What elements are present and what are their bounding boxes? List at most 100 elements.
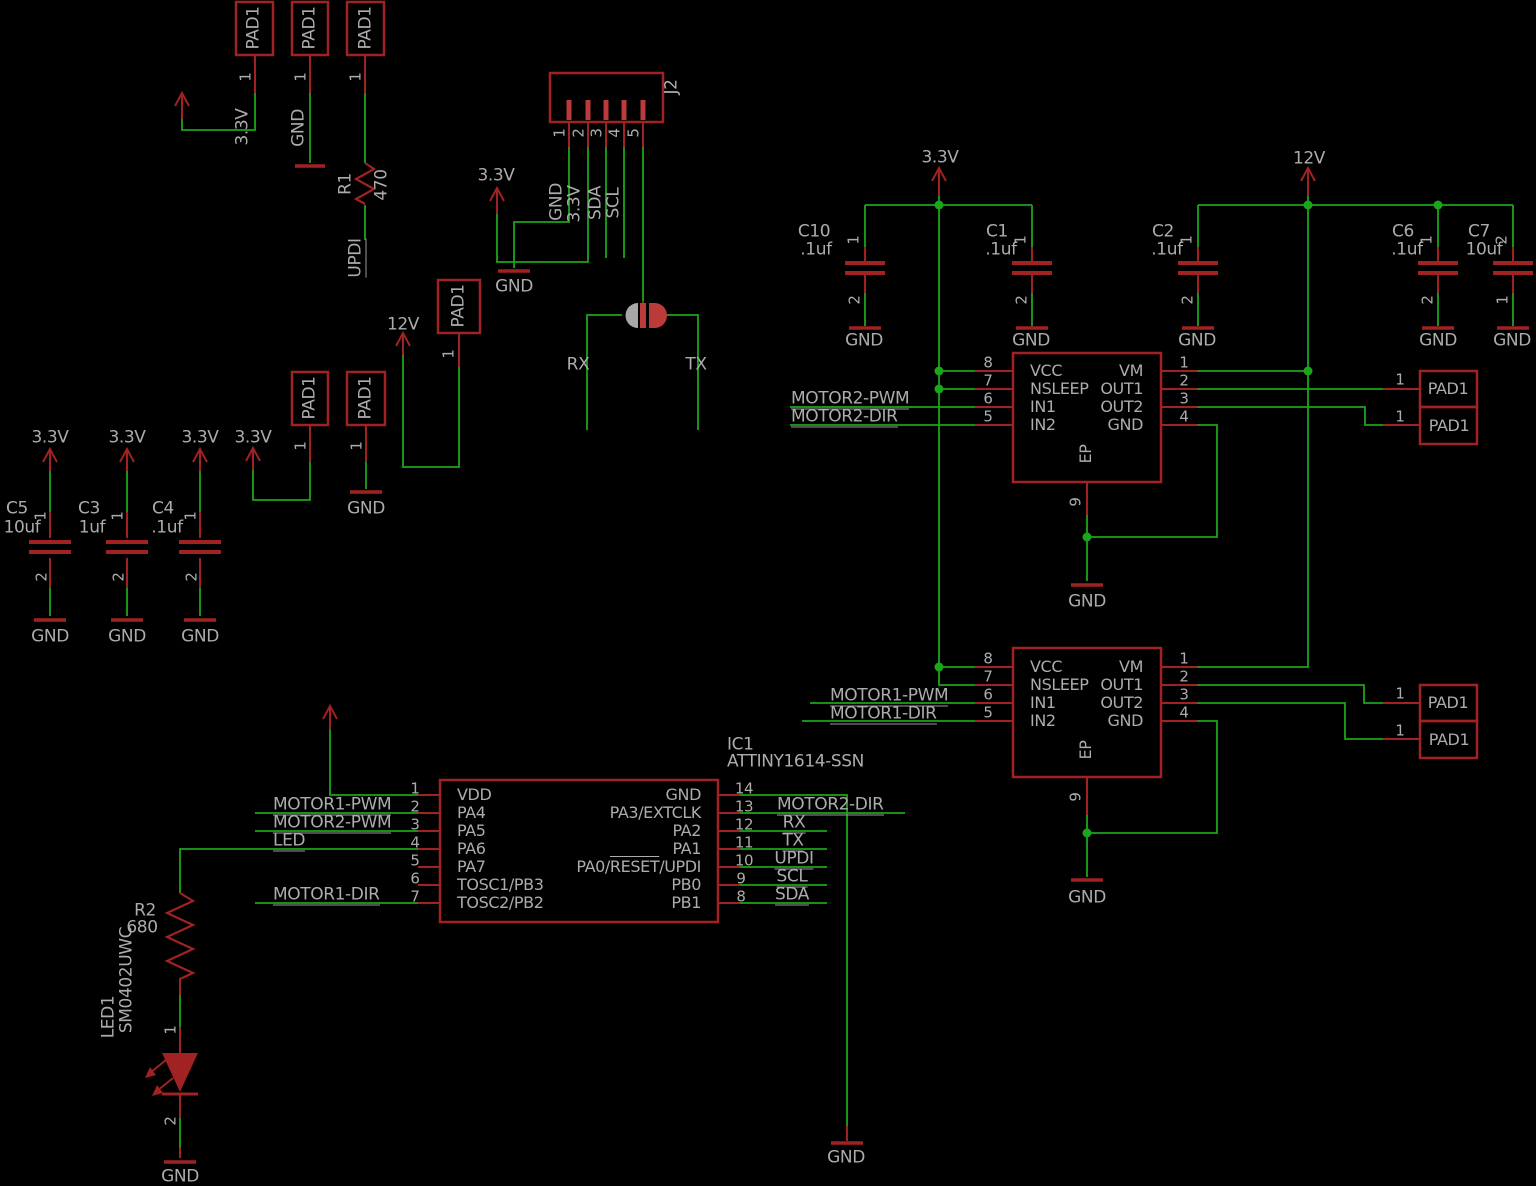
- ic1-tosc2: TOSC2/PB2: [457, 893, 544, 912]
- c6-name: C6: [1392, 221, 1414, 242]
- net-motor1-pwm-b: MOTOR1-PWM: [273, 794, 392, 816]
- pad1-c-pin1: 1: [346, 72, 365, 82]
- net-rx-b: RX: [782, 812, 806, 834]
- net-motor2-pwm-b: MOTOR2-PWM: [273, 812, 392, 834]
- r1-symbol: [353, 162, 377, 205]
- ic1-pa5: PA5: [457, 821, 486, 840]
- ic1-pa0-over: RESET: [609, 857, 660, 876]
- net-rx-a: RX: [566, 354, 590, 375]
- drv2-pin5: 5: [983, 703, 993, 722]
- net-motor2-dir-b: MOTOR2-DIR: [777, 794, 884, 816]
- drv2-pin3: 3: [1179, 685, 1189, 704]
- ic1-pin13: 13: [734, 797, 754, 816]
- c5-pin1: 1: [31, 511, 50, 521]
- drv1-pin5: 5: [983, 407, 993, 426]
- drv2-pin9: 9: [1066, 792, 1085, 802]
- gnd-c1: GND: [1012, 330, 1050, 351]
- pad1-h-pin1: 1: [1395, 407, 1405, 426]
- c10-pin2: 2: [845, 295, 864, 305]
- supply-arrows: [42, 90, 1316, 730]
- pad1-g-label: PAD1: [1427, 379, 1469, 398]
- led1-pin1: 1: [161, 1025, 180, 1035]
- net-tx-a: TX: [685, 354, 707, 375]
- gnd-c7: GND: [1493, 330, 1531, 351]
- pad1-a-label: PAD1: [243, 6, 264, 50]
- ic1-pin9: 9: [736, 869, 746, 888]
- r1-value: 470: [371, 169, 392, 201]
- gnd-c3: GND: [108, 626, 146, 647]
- led-symbol: [145, 1053, 198, 1096]
- c3-name: C3: [78, 498, 100, 519]
- c3-pin1: 1: [108, 511, 127, 521]
- ic1-pin8: 8: [736, 887, 746, 906]
- r1-name: R1: [335, 173, 356, 195]
- pad1-f-box: [436, 278, 482, 335]
- pad1-c-label: PAD1: [355, 6, 376, 50]
- drv2-in1: IN1: [1030, 693, 1056, 712]
- ic1-box: [438, 778, 720, 924]
- ic1-pin14: 14: [734, 779, 754, 798]
- c3-pin2: 2: [109, 572, 128, 582]
- c6-pin1: 1: [1417, 235, 1436, 245]
- drv2-pin8: 8: [983, 649, 993, 668]
- j2-pin2: 2: [569, 128, 588, 138]
- supply-3v3-c4: 3.3V: [181, 427, 219, 448]
- ic1-pin4: 4: [410, 833, 420, 852]
- c2-value: .1uf: [1151, 239, 1183, 260]
- j2-net-sda: SDA: [585, 185, 606, 221]
- supply-12v-b: 12V: [1292, 148, 1326, 169]
- c10-pin1: 1: [844, 235, 863, 245]
- gnd-label-b: GND: [495, 276, 533, 297]
- ic1-pa0-pre: PA0/: [576, 857, 610, 876]
- gnd-ic1: GND: [827, 1147, 865, 1168]
- drv1-pin1: 1: [1179, 353, 1189, 372]
- drv2-vcc: VCC: [1030, 657, 1063, 676]
- net-led: LED: [273, 830, 306, 852]
- supply-3v3-b: 3.3V: [477, 165, 515, 186]
- drv2-pin6: 6: [983, 685, 993, 704]
- c5-name: C5: [6, 498, 28, 519]
- drv1-pin7: 7: [983, 371, 993, 390]
- capacitor-plates: [29, 261, 1533, 554]
- pad1-d-box: [290, 370, 330, 427]
- net-updi-b: UPDI: [774, 848, 814, 870]
- rxtx-jumper: [625, 303, 667, 328]
- ic1-pb1: PB1: [671, 893, 701, 912]
- net-motor1-pwm-a: MOTOR1-PWM: [830, 685, 949, 707]
- ic1-pin1: 1: [410, 779, 420, 798]
- drv1-gnd-pin: GND: [1107, 415, 1144, 434]
- ic1-pa4: PA4: [457, 803, 486, 822]
- ic1-tosc1: TOSC1/PB3: [457, 875, 544, 894]
- pad1-e-box: [345, 370, 387, 427]
- drv1-out2: OUT2: [1100, 397, 1143, 416]
- j2-pads: [566, 100, 646, 120]
- pad1-f-pin1: 1: [439, 349, 458, 359]
- net-tx-b: TX: [782, 830, 804, 852]
- j2-net-gnd: GND: [546, 183, 567, 221]
- c4-value: .1uf: [151, 517, 183, 538]
- pad1-j-box: [1418, 719, 1479, 760]
- ic1-value: ATTINY1614-SSN: [727, 751, 864, 772]
- drv1-ep: EP: [1076, 444, 1095, 464]
- net-motor2-dir-a: MOTOR2-DIR: [791, 406, 898, 428]
- j2-pin5: 5: [624, 128, 643, 138]
- drv2-out2: OUT2: [1100, 693, 1143, 712]
- ic1-pin10: 10: [734, 851, 754, 870]
- drv2-pin2: 2: [1179, 667, 1189, 686]
- c10-name: C10: [797, 221, 831, 242]
- supply-3v3-c5: 3.3V: [31, 427, 69, 448]
- c2-pin1: 1: [1177, 235, 1196, 245]
- c7-name: C7: [1468, 221, 1490, 242]
- supply-3v3-d: 3.3V: [921, 147, 959, 168]
- ic1-pa7: PA7: [457, 857, 486, 876]
- pad1-d-label: PAD1: [299, 376, 320, 420]
- c4-pin1: 1: [181, 511, 200, 521]
- pad1-g-pin1: 1: [1395, 370, 1405, 389]
- drv2-gnd-pin: GND: [1107, 711, 1144, 730]
- pad1-i-label: PAD1: [1427, 693, 1469, 712]
- ic1-pa0: PA0/RESET/UPDI: [576, 859, 701, 875]
- supply-12v-a: 12V: [386, 314, 420, 335]
- ic1-pin5: 5: [410, 851, 420, 870]
- net-motor1-dir-b: MOTOR1-DIR: [273, 884, 380, 906]
